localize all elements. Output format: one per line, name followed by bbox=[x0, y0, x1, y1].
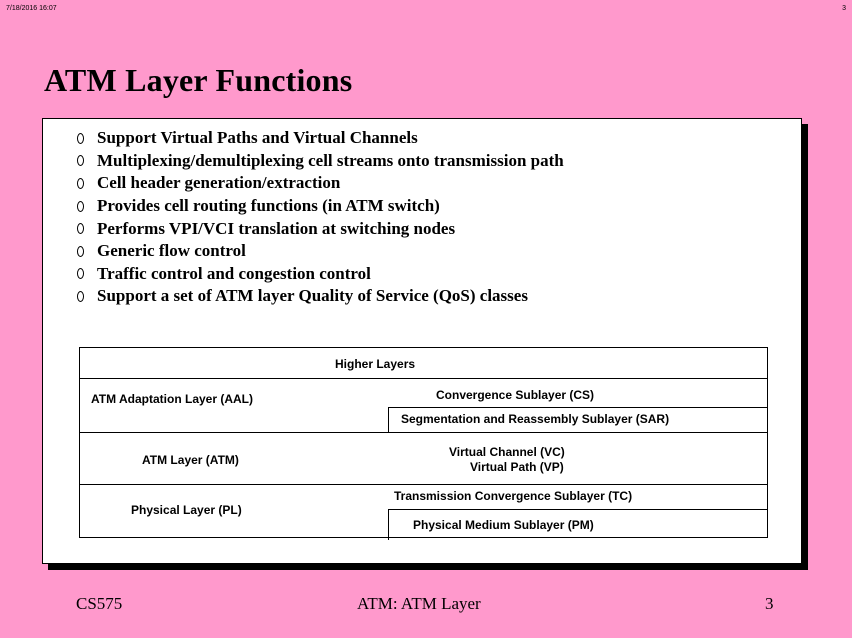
footer-topic: ATM: ATM Layer bbox=[357, 594, 481, 613]
layer-diagram: Higher Layers ATM Adaptation Layer (AAL)… bbox=[79, 347, 768, 540]
diagram-divider bbox=[80, 484, 768, 485]
bullet-text: Traffic control and congestion control bbox=[97, 263, 371, 283]
list-item: Multiplexing/demultiplexing cell streams… bbox=[77, 150, 564, 173]
pl-label: Physical Layer (PL) bbox=[131, 503, 242, 517]
list-item: Traffic control and congestion control bbox=[77, 263, 564, 286]
diagram-divider bbox=[388, 509, 768, 510]
pm-label: Physical Medium Sublayer (PM) bbox=[413, 518, 594, 532]
bullet-ring-icon bbox=[77, 200, 84, 212]
footer-page-number: 3 bbox=[765, 594, 774, 613]
bullet-text: Multiplexing/demultiplexing cell streams… bbox=[97, 150, 564, 170]
bullet-text: Support Virtual Paths and Virtual Channe… bbox=[97, 128, 418, 148]
list-item: Generic flow control bbox=[77, 240, 564, 263]
vc-label: Virtual Channel (VC) bbox=[449, 445, 565, 459]
bullet-ring-icon bbox=[77, 245, 84, 257]
print-page-number: 3 bbox=[842, 5, 846, 12]
list-item: Support a set of ATM layer Quality of Se… bbox=[77, 285, 564, 308]
bullet-ring-icon bbox=[77, 155, 84, 167]
footer-course: CS575 bbox=[76, 594, 123, 613]
vp-label: Virtual Path (VP) bbox=[470, 460, 564, 474]
bullet-text: Performs VPI/VCI translation at switchin… bbox=[97, 218, 456, 238]
bullet-text: Cell header generation/extraction bbox=[97, 173, 341, 193]
print-timestamp: 7/18/2016 16:07 bbox=[6, 5, 57, 12]
atm-layer-label: ATM Layer (ATM) bbox=[142, 453, 239, 467]
list-item: Cell header generation/extraction bbox=[77, 172, 564, 195]
bullet-text: Provides cell routing functions (in ATM … bbox=[97, 196, 440, 216]
bullet-text: Generic flow control bbox=[97, 241, 246, 261]
tc-label: Transmission Convergence Sublayer (TC) bbox=[394, 489, 633, 503]
bullet-text: Support a set of ATM layer Quality of Se… bbox=[97, 286, 528, 306]
diagram-divider bbox=[388, 407, 389, 432]
content-panel: Support Virtual Paths and Virtual Channe… bbox=[42, 118, 802, 564]
bullet-ring-icon bbox=[77, 290, 84, 302]
list-item: Provides cell routing functions (in ATM … bbox=[77, 195, 564, 218]
sar-label: Segmentation and Reassembly Sublayer (SA… bbox=[401, 412, 670, 426]
diagram-divider bbox=[388, 407, 768, 408]
bullet-list: Support Virtual Paths and Virtual Channe… bbox=[77, 127, 564, 308]
higher-layers-label: Higher Layers bbox=[335, 357, 416, 371]
bullet-ring-icon bbox=[77, 223, 84, 235]
bullet-ring-icon bbox=[77, 132, 84, 144]
diagram-divider bbox=[388, 509, 389, 540]
bullet-ring-icon bbox=[77, 268, 84, 280]
bullet-ring-icon bbox=[77, 177, 84, 189]
list-item: Support Virtual Paths and Virtual Channe… bbox=[77, 127, 564, 150]
slide-title: ATM Layer Functions bbox=[44, 62, 353, 98]
cs-label: Convergence Sublayer (CS) bbox=[436, 388, 595, 402]
aal-label: ATM Adaptation Layer (AAL) bbox=[91, 392, 253, 406]
diagram-divider bbox=[80, 378, 768, 379]
diagram-divider bbox=[80, 432, 768, 433]
list-item: Performs VPI/VCI translation at switchin… bbox=[77, 217, 564, 240]
